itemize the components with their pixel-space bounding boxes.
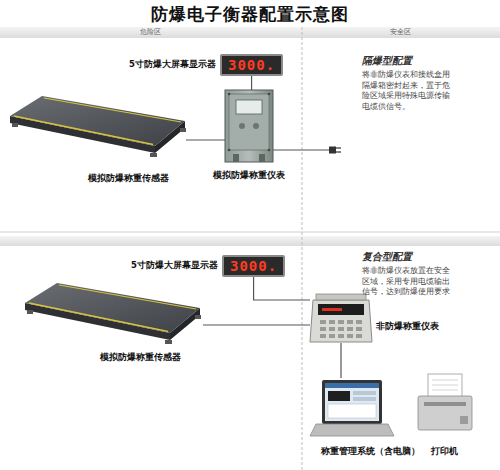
connector-line xyxy=(340,343,341,378)
device-label: 打印机 xyxy=(431,446,458,457)
scale-platform xyxy=(25,283,201,344)
zone-strip xyxy=(0,27,500,38)
config-note: 将非防爆仪表和接线盒用隔爆箱密封起来，置于危险区域采用特殊电源传输电缆供信号。 xyxy=(362,70,450,112)
display-panel: 5寸防爆大屏幕显示器3000. xyxy=(220,54,283,76)
scale-platform xyxy=(10,96,186,157)
connector-line xyxy=(251,76,252,90)
config-note: 将非防爆仪表放置在安全区域，采用专用电缆输出信号，达到防爆使用要求 xyxy=(362,266,450,298)
diagram-title: 防爆电子衡器配置示意图 xyxy=(0,3,500,26)
section-separator xyxy=(0,232,500,233)
power-cable xyxy=(273,149,329,150)
device-label: 模拟防爆称重仪表 xyxy=(213,170,285,181)
device-label: 模拟防爆称重传感器 xyxy=(88,173,169,184)
zone-divider xyxy=(302,27,303,470)
config-heading: 复合型配置 xyxy=(362,250,412,264)
device-label: 非防爆称重仪表 xyxy=(376,321,439,332)
weighing-indicator xyxy=(310,294,372,342)
device-label: 模拟防爆称重传感器 xyxy=(100,352,181,363)
connector-line xyxy=(186,139,225,140)
scale-platform: 模拟防爆称重传感器 xyxy=(10,95,186,155)
display-panel: 5寸防爆大屏幕显示器3000. xyxy=(222,255,285,277)
connector-line xyxy=(203,324,310,325)
display-reading: 3000. xyxy=(230,258,277,274)
config-heading: 隔爆型配置 xyxy=(362,54,412,68)
scale-platform: 模拟防爆称重传感器 xyxy=(25,282,203,342)
laptop-computer xyxy=(310,380,394,436)
printer xyxy=(418,374,472,430)
zone-strip xyxy=(0,236,500,246)
display-label: 5寸防爆大屏幕显示器 xyxy=(131,260,218,272)
display-reading: 3000. xyxy=(228,57,275,73)
weighing-instrument-box: 模拟防爆称重仪表 xyxy=(225,90,273,162)
zone-label: 危险区 xyxy=(140,28,161,37)
computer: 称重管理系统（含电脑） xyxy=(312,378,392,438)
printer: 打印机 xyxy=(416,372,472,432)
explosion-proof-box xyxy=(225,90,273,162)
display-label: 5寸防爆大屏幕显示器 xyxy=(129,59,216,71)
power-plug xyxy=(329,147,341,154)
connector-line xyxy=(254,277,310,300)
device-label: 称重管理系统（含电脑） xyxy=(321,446,420,457)
zone-label: 安全区 xyxy=(390,28,411,37)
weighing-indicator: 非防爆称重仪表 xyxy=(310,293,372,343)
